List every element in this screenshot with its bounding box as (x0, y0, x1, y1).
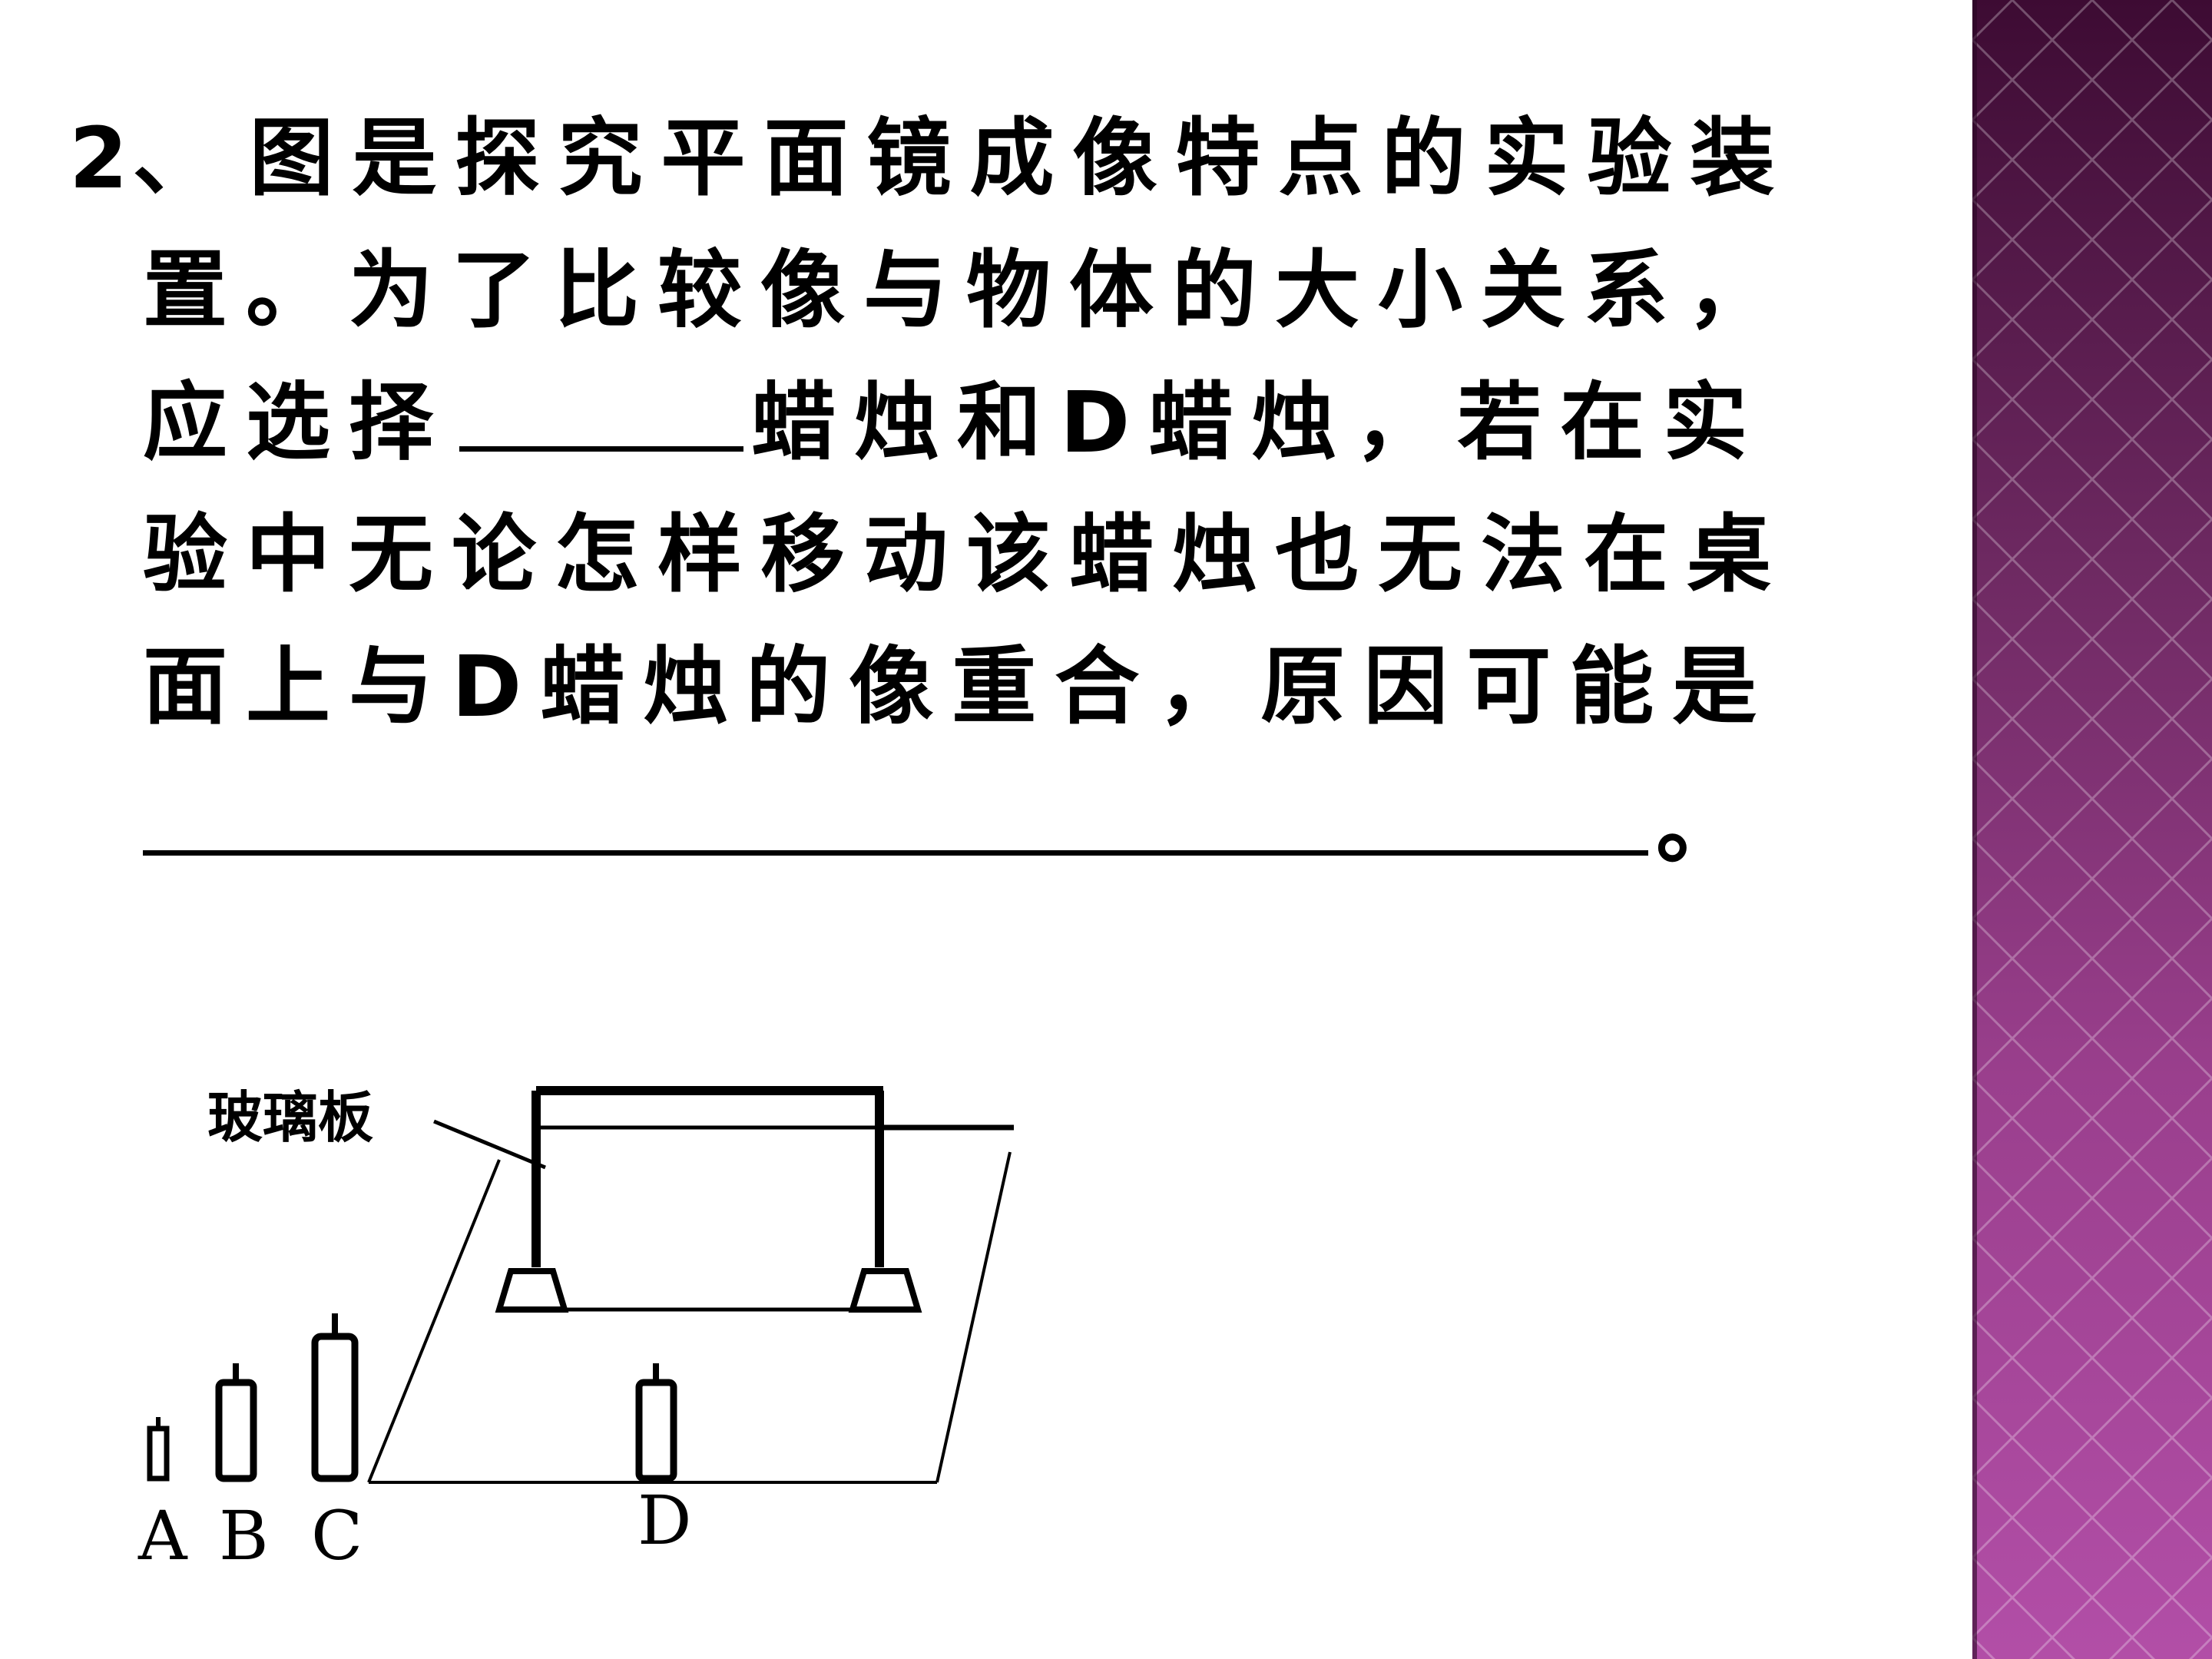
glass-right-foot (848, 1268, 922, 1313)
table-right-edge (935, 1151, 1012, 1483)
experiment-diagram: 玻璃板 A B C D (115, 1060, 1075, 1598)
glass-left-foot (495, 1268, 569, 1313)
question-line-2-text: 置。为了比较像与物体的大小关系， (143, 241, 1790, 339)
question-line-6: 。 (69, 760, 1936, 892)
question-line-2: 置。为了比较像与物体的大小关系， (69, 224, 1936, 356)
question-text: 2、图是探究平面镜成像特点的实验装 置。为了比较像与物体的大小关系， 应选择 蜡烛… (69, 92, 1936, 892)
candle-d (635, 1379, 677, 1482)
candle-a (147, 1426, 170, 1482)
glass-plate-label: 玻璃板 (207, 1085, 373, 1150)
question-line-3: 应选择 蜡烛和D蜡烛，若在实 (69, 356, 1936, 488)
candle-b (215, 1379, 257, 1482)
answer-blank-2[interactable] (143, 833, 1648, 856)
decorative-side-band (1972, 0, 2212, 1659)
candle-label-d: D (637, 1481, 692, 1560)
question-line-5-text: 面上与D蜡烛的像重合，原因可能是 (143, 637, 1776, 736)
question-line-4-text: 验中无论怎样移动该蜡烛也无法在桌 (143, 505, 1790, 604)
question-line-3-prefix: 应选择 (143, 373, 452, 472)
side-band-edge (1972, 0, 1977, 1659)
diamond-pattern (1972, 0, 2212, 1659)
question-line-4: 验中无论怎样移动该蜡烛也无法在桌 (69, 488, 1936, 621)
candle-label-c: C (311, 1496, 363, 1575)
table-left-edge (367, 1159, 501, 1483)
question-line-1-text: 图是探究平面镜成像特点的实验装 (249, 109, 1793, 207)
question-line-3-text: 蜡烛和D蜡烛，若在实 (751, 373, 1767, 472)
experiment-diagram-svg: 玻璃板 A B C D (137, 1085, 1014, 1575)
candle-label-b: B (219, 1496, 269, 1575)
candle-label-a: A (137, 1496, 188, 1575)
question-line-6-text: 。 (1656, 777, 1759, 876)
question-line-1: 2、图是探究平面镜成像特点的实验装 (69, 92, 1936, 224)
glass-label-pointer (433, 1119, 546, 1170)
question-number: 2、 (69, 109, 222, 207)
answer-blank-1[interactable] (459, 429, 743, 452)
candle-c (311, 1333, 359, 1482)
question-line-5: 面上与D蜡烛的像重合，原因可能是 (69, 621, 1936, 753)
